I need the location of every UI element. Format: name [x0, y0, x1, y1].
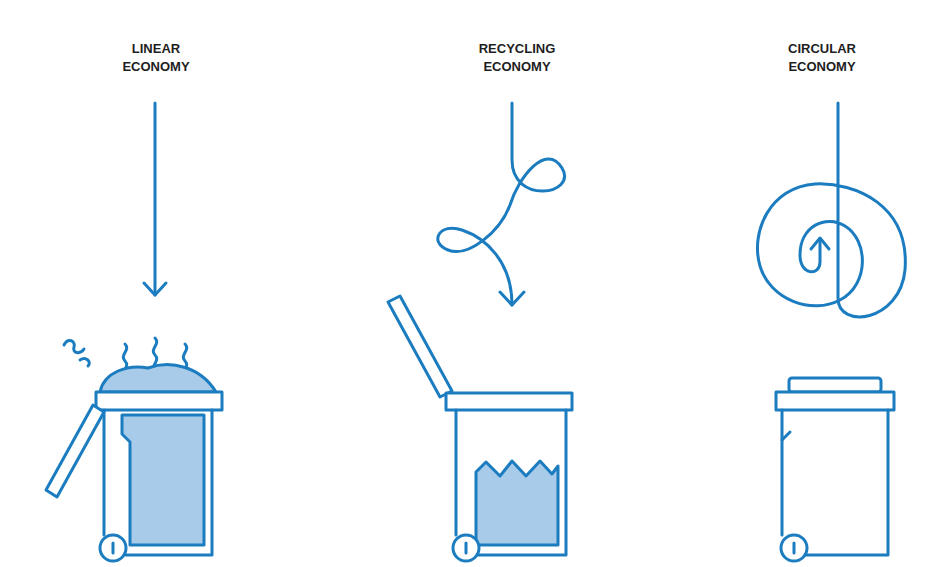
wheel-axle: [793, 543, 796, 553]
open-lid: [388, 296, 452, 397]
column-heading: CIRCULAR ECONOMY: [774, 40, 870, 76]
wheel-axle: [465, 543, 468, 553]
bin-rim: [446, 393, 572, 410]
bin-notch: [782, 432, 790, 440]
bin-rim: [96, 392, 222, 410]
arrow-head: [500, 292, 524, 305]
looping-arrow: [438, 103, 565, 305]
arrow-head: [144, 283, 166, 295]
circular-flow: [757, 103, 905, 317]
bin-wheel: [781, 535, 807, 561]
bin-body: [782, 410, 888, 555]
recycling-flow: [438, 103, 565, 305]
bin-body: [104, 410, 212, 555]
column-heading: RECYCLING ECONOMY: [469, 40, 565, 76]
spiral-loop: [757, 103, 905, 317]
arrow-head: [811, 238, 829, 249]
closed-lid: [776, 392, 894, 410]
empty-bin: [776, 378, 894, 561]
straight-arrow: [154, 103, 157, 295]
bin-body: [456, 410, 566, 555]
bin-contents: [122, 415, 204, 545]
bin-wheel: [100, 535, 126, 561]
wheel-axle: [112, 543, 115, 553]
linear-flow: [64, 103, 187, 378]
bin-contents: [476, 461, 558, 545]
lid-handle: [789, 378, 881, 392]
half-full-bin: [388, 296, 572, 561]
garbage-pile: [100, 365, 216, 392]
open-lid: [46, 405, 104, 497]
bin-wheel: [453, 535, 479, 561]
overflowing-bin: [46, 365, 222, 561]
litter-scrap: [64, 341, 89, 366]
column-heading: LINEAR ECONOMY: [108, 40, 204, 76]
